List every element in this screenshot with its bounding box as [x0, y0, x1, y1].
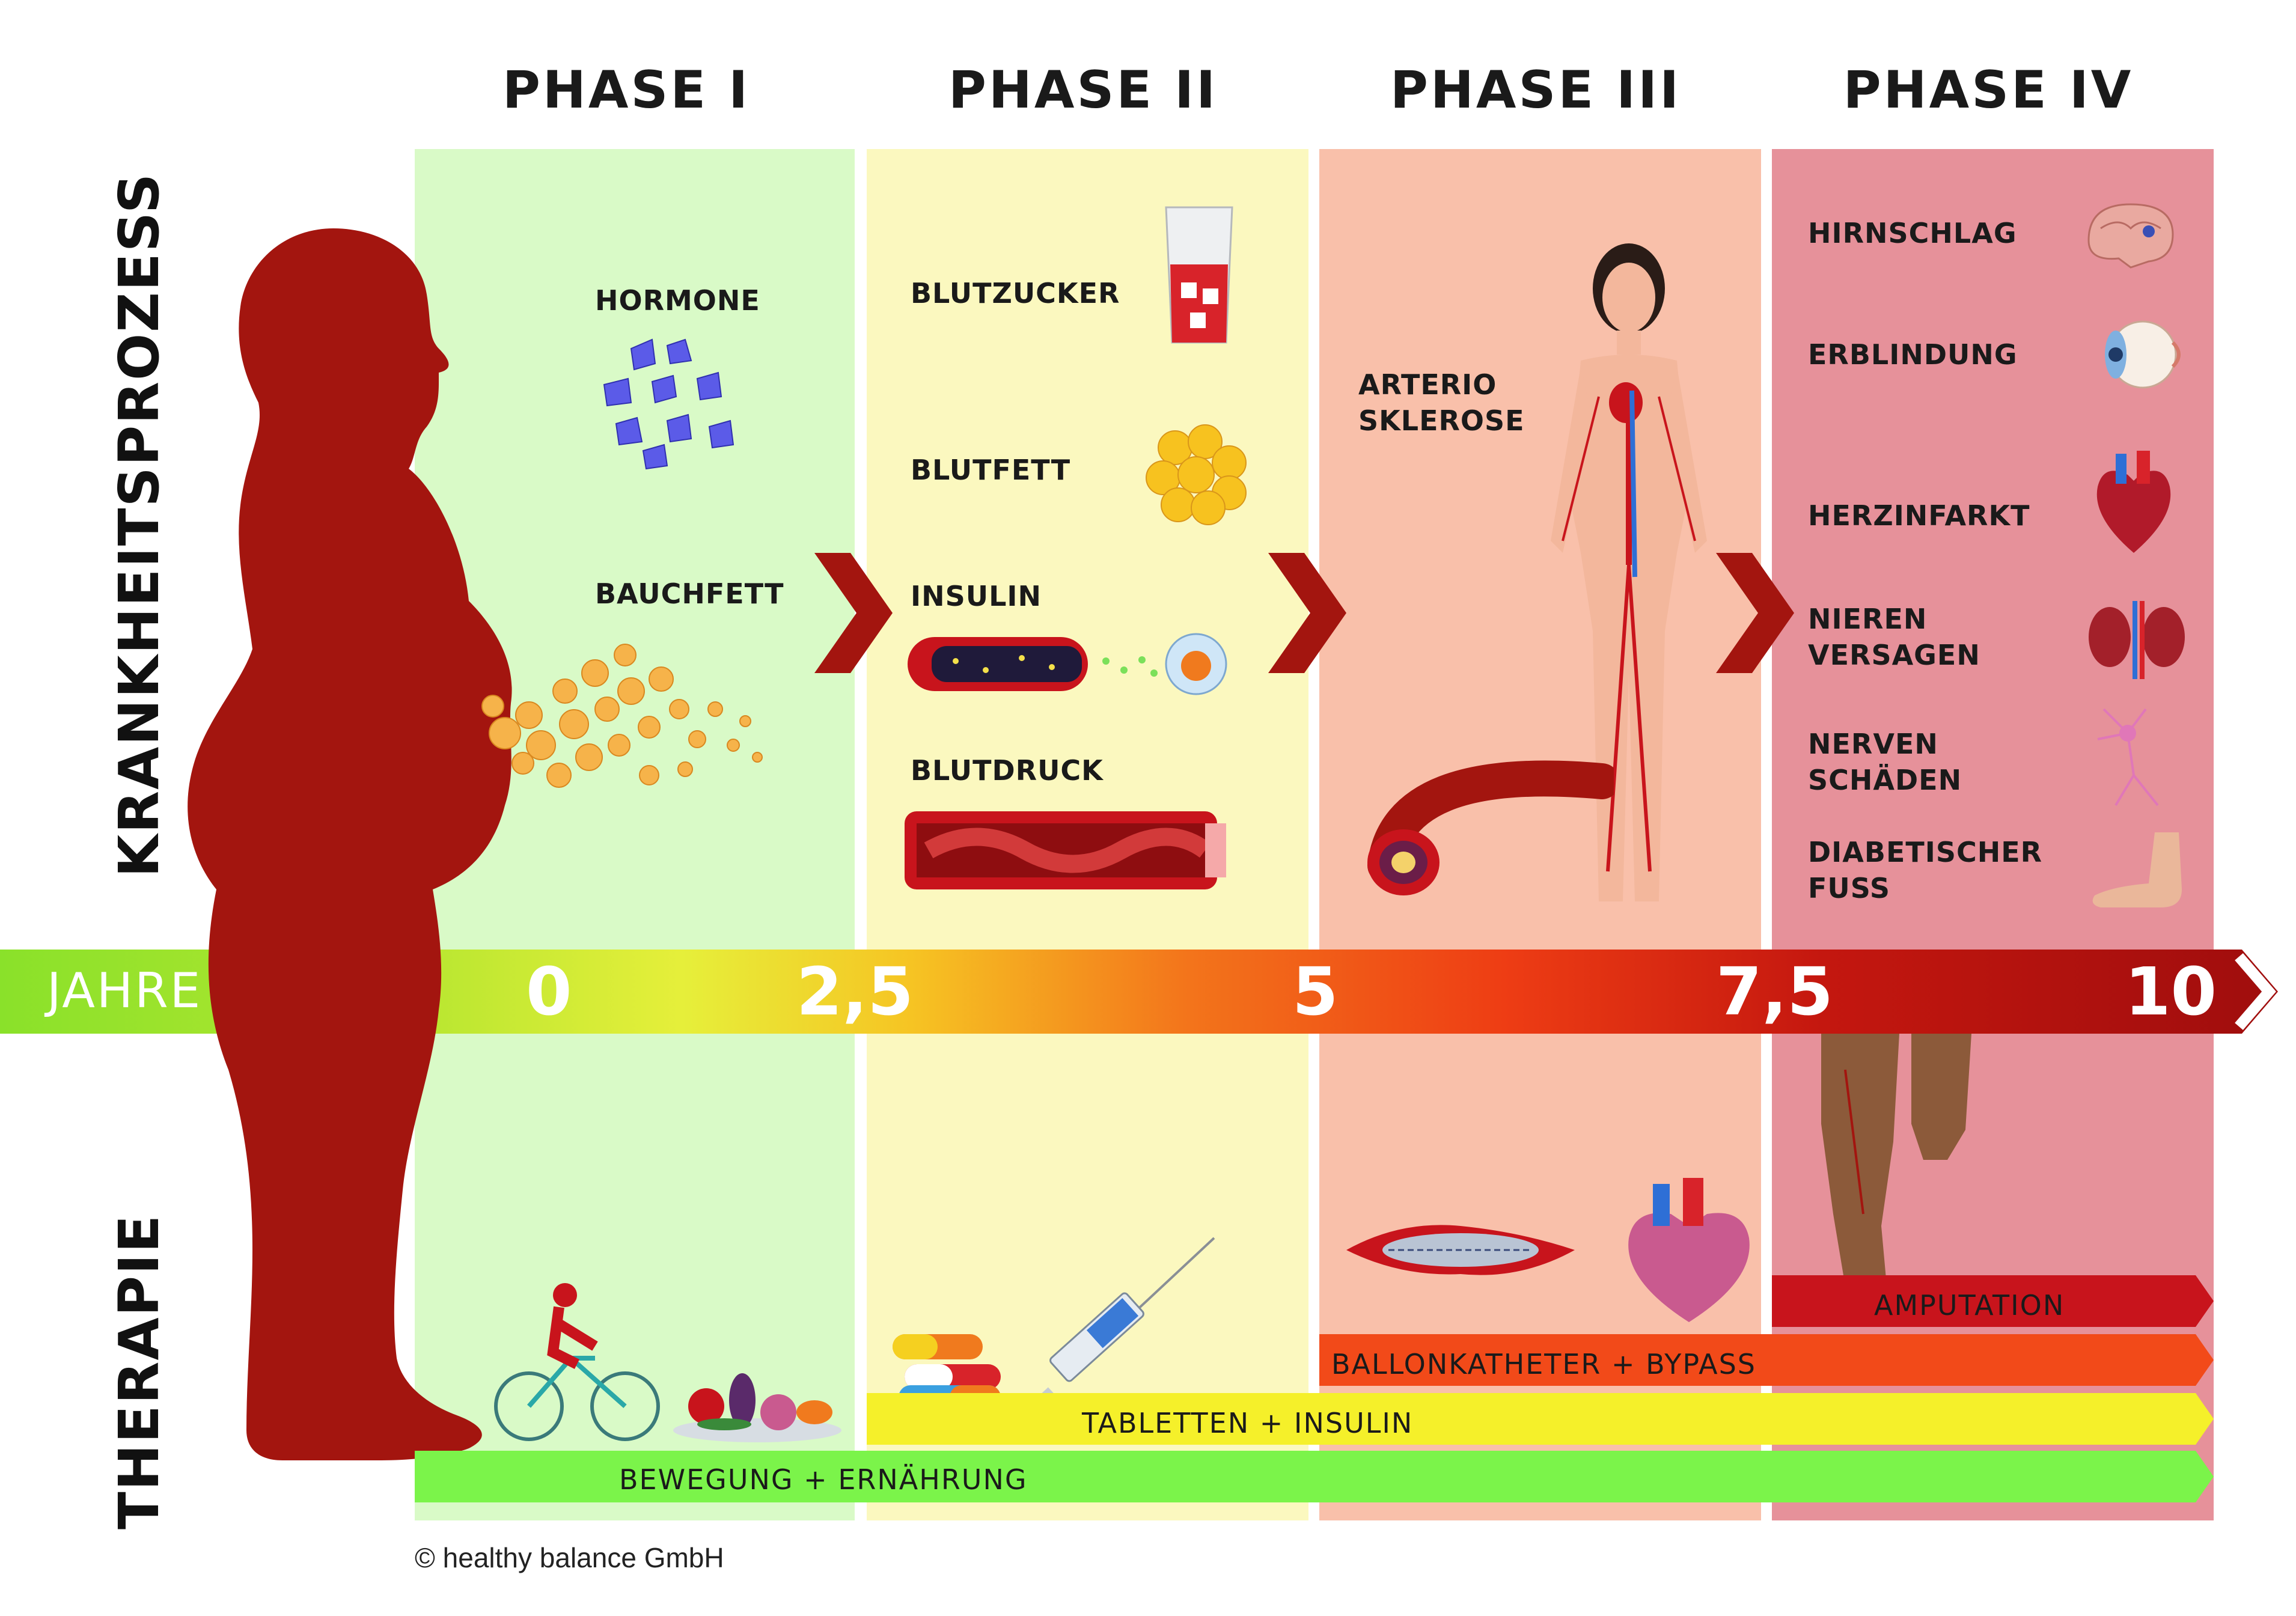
therapy-bar-ballonkatheter-bypass	[1319, 1334, 2214, 1386]
side-label-krankheitsprozess: KRANKHEITSPROZESS	[107, 172, 171, 877]
amputated-leg-icon	[1821, 1034, 1971, 1322]
label-nierenversagen: NIEREN VERSAGEN	[1808, 601, 1980, 673]
year-tick-2-5: 2,5	[796, 953, 914, 1030]
label-nierenversagen-line2: VERSAGEN	[1808, 639, 1980, 671]
chevron-arrow-3	[1716, 553, 1794, 673]
hormone-crystals-icon	[603, 338, 734, 470]
copyright-notice: © healthy balance GmbH	[415, 1542, 724, 1573]
label-herzinfarkt: HERZINFARKT	[1808, 499, 2030, 532]
label-blutzucker: BLUTZUCKER	[911, 277, 1120, 309]
therapy-bar-tabletten-insulin	[867, 1393, 2214, 1445]
bypass-heart-icon	[1628, 1178, 1750, 1322]
timeline-label: JAHRE	[47, 963, 203, 1019]
side-label-therapie: THERAPIE	[107, 1213, 171, 1529]
year-tick-7-5: 7,5	[1716, 953, 1833, 1030]
label-nierenversagen-line1: NIEREN	[1808, 603, 1928, 635]
label-hormone: HORMONE	[595, 284, 760, 317]
insulin-vessel-icon	[908, 633, 1227, 695]
chevron-arrow-1	[814, 553, 893, 673]
label-blutfett: BLUTFETT	[911, 454, 1071, 486]
label-arteriosklerose-line2: SKLEROSE	[1358, 404, 1525, 437]
heart-icon	[2096, 451, 2171, 553]
label-diabetischer-fuss-line1: DIABETISCHER	[1808, 836, 2043, 868]
foot-icon	[2092, 832, 2182, 907]
year-tick-5: 5	[1292, 953, 1339, 1030]
therapy-label-tabletten-insulin: TABLETTEN + INSULIN	[1082, 1407, 1414, 1439]
therapy-label-ballonkatheter-bypass: BALLONKATHETER + BYPASS	[1331, 1348, 1756, 1380]
blood-pressure-vessel-icon	[905, 811, 1226, 889]
blood-fat-cluster-icon	[1146, 424, 1247, 525]
obese-person-silhouette	[188, 228, 512, 1460]
label-hirnschlag: HIRNSCHLAG	[1808, 217, 2017, 249]
label-arteriosklerose: ARTERIO SKLEROSE	[1358, 367, 1525, 439]
label-arteriosklerose-line1: ARTERIO	[1358, 368, 1497, 401]
balloon-catheter-icon	[1346, 1225, 1575, 1275]
artery-plaque-icon	[1367, 760, 1614, 895]
phase-title-4: PHASE IV	[1843, 60, 2134, 120]
label-nervenschaeden-line2: SCHÄDEN	[1808, 764, 1962, 796]
cyclist-icon	[494, 1283, 660, 1441]
therapy-bar-bewegung-ernaehrung	[415, 1451, 2214, 1502]
label-nervenschaeden-line1: NERVEN	[1808, 728, 1938, 760]
year-tick-0: 0	[526, 953, 572, 1030]
label-erblindung: ERBLINDUNG	[1808, 338, 2018, 371]
label-bauchfett: BAUCHFETT	[595, 578, 784, 610]
phase-title-1: PHASE I	[502, 60, 751, 120]
brain-icon	[2087, 203, 2174, 269]
belly-fat-cells-icon	[481, 644, 763, 788]
vegetables-icon	[673, 1373, 841, 1442]
phase-title-2: PHASE II	[948, 60, 1218, 120]
label-blutdruck: BLUTDRUCK	[911, 754, 1104, 787]
therapy-label-bewegung-ernaehrung: BEWEGUNG + ERNÄHRUNG	[619, 1463, 1028, 1496]
sugar-glass-icon	[1165, 206, 1233, 344]
year-tick-10: 10	[2125, 953, 2217, 1030]
label-insulin: INSULIN	[911, 580, 1042, 612]
label-nervenschaeden: NERVEN SCHÄDEN	[1808, 726, 1962, 798]
therapy-bar-amputation	[1772, 1275, 2214, 1327]
timeline-band	[0, 950, 2278, 1034]
label-diabetischer-fuss-line2: FUSS	[1808, 872, 1890, 904]
label-diabetischer-fuss: DIABETISCHER FUSS	[1808, 834, 2042, 906]
chevron-arrow-2	[1268, 553, 1346, 673]
phase-title-3: PHASE III	[1390, 60, 1682, 120]
therapy-label-amputation: AMPUTATION	[1874, 1289, 2065, 1322]
nerve-cell-icon	[2097, 708, 2159, 806]
kidneys-icon	[2089, 601, 2185, 679]
eye-icon	[2105, 320, 2181, 389]
